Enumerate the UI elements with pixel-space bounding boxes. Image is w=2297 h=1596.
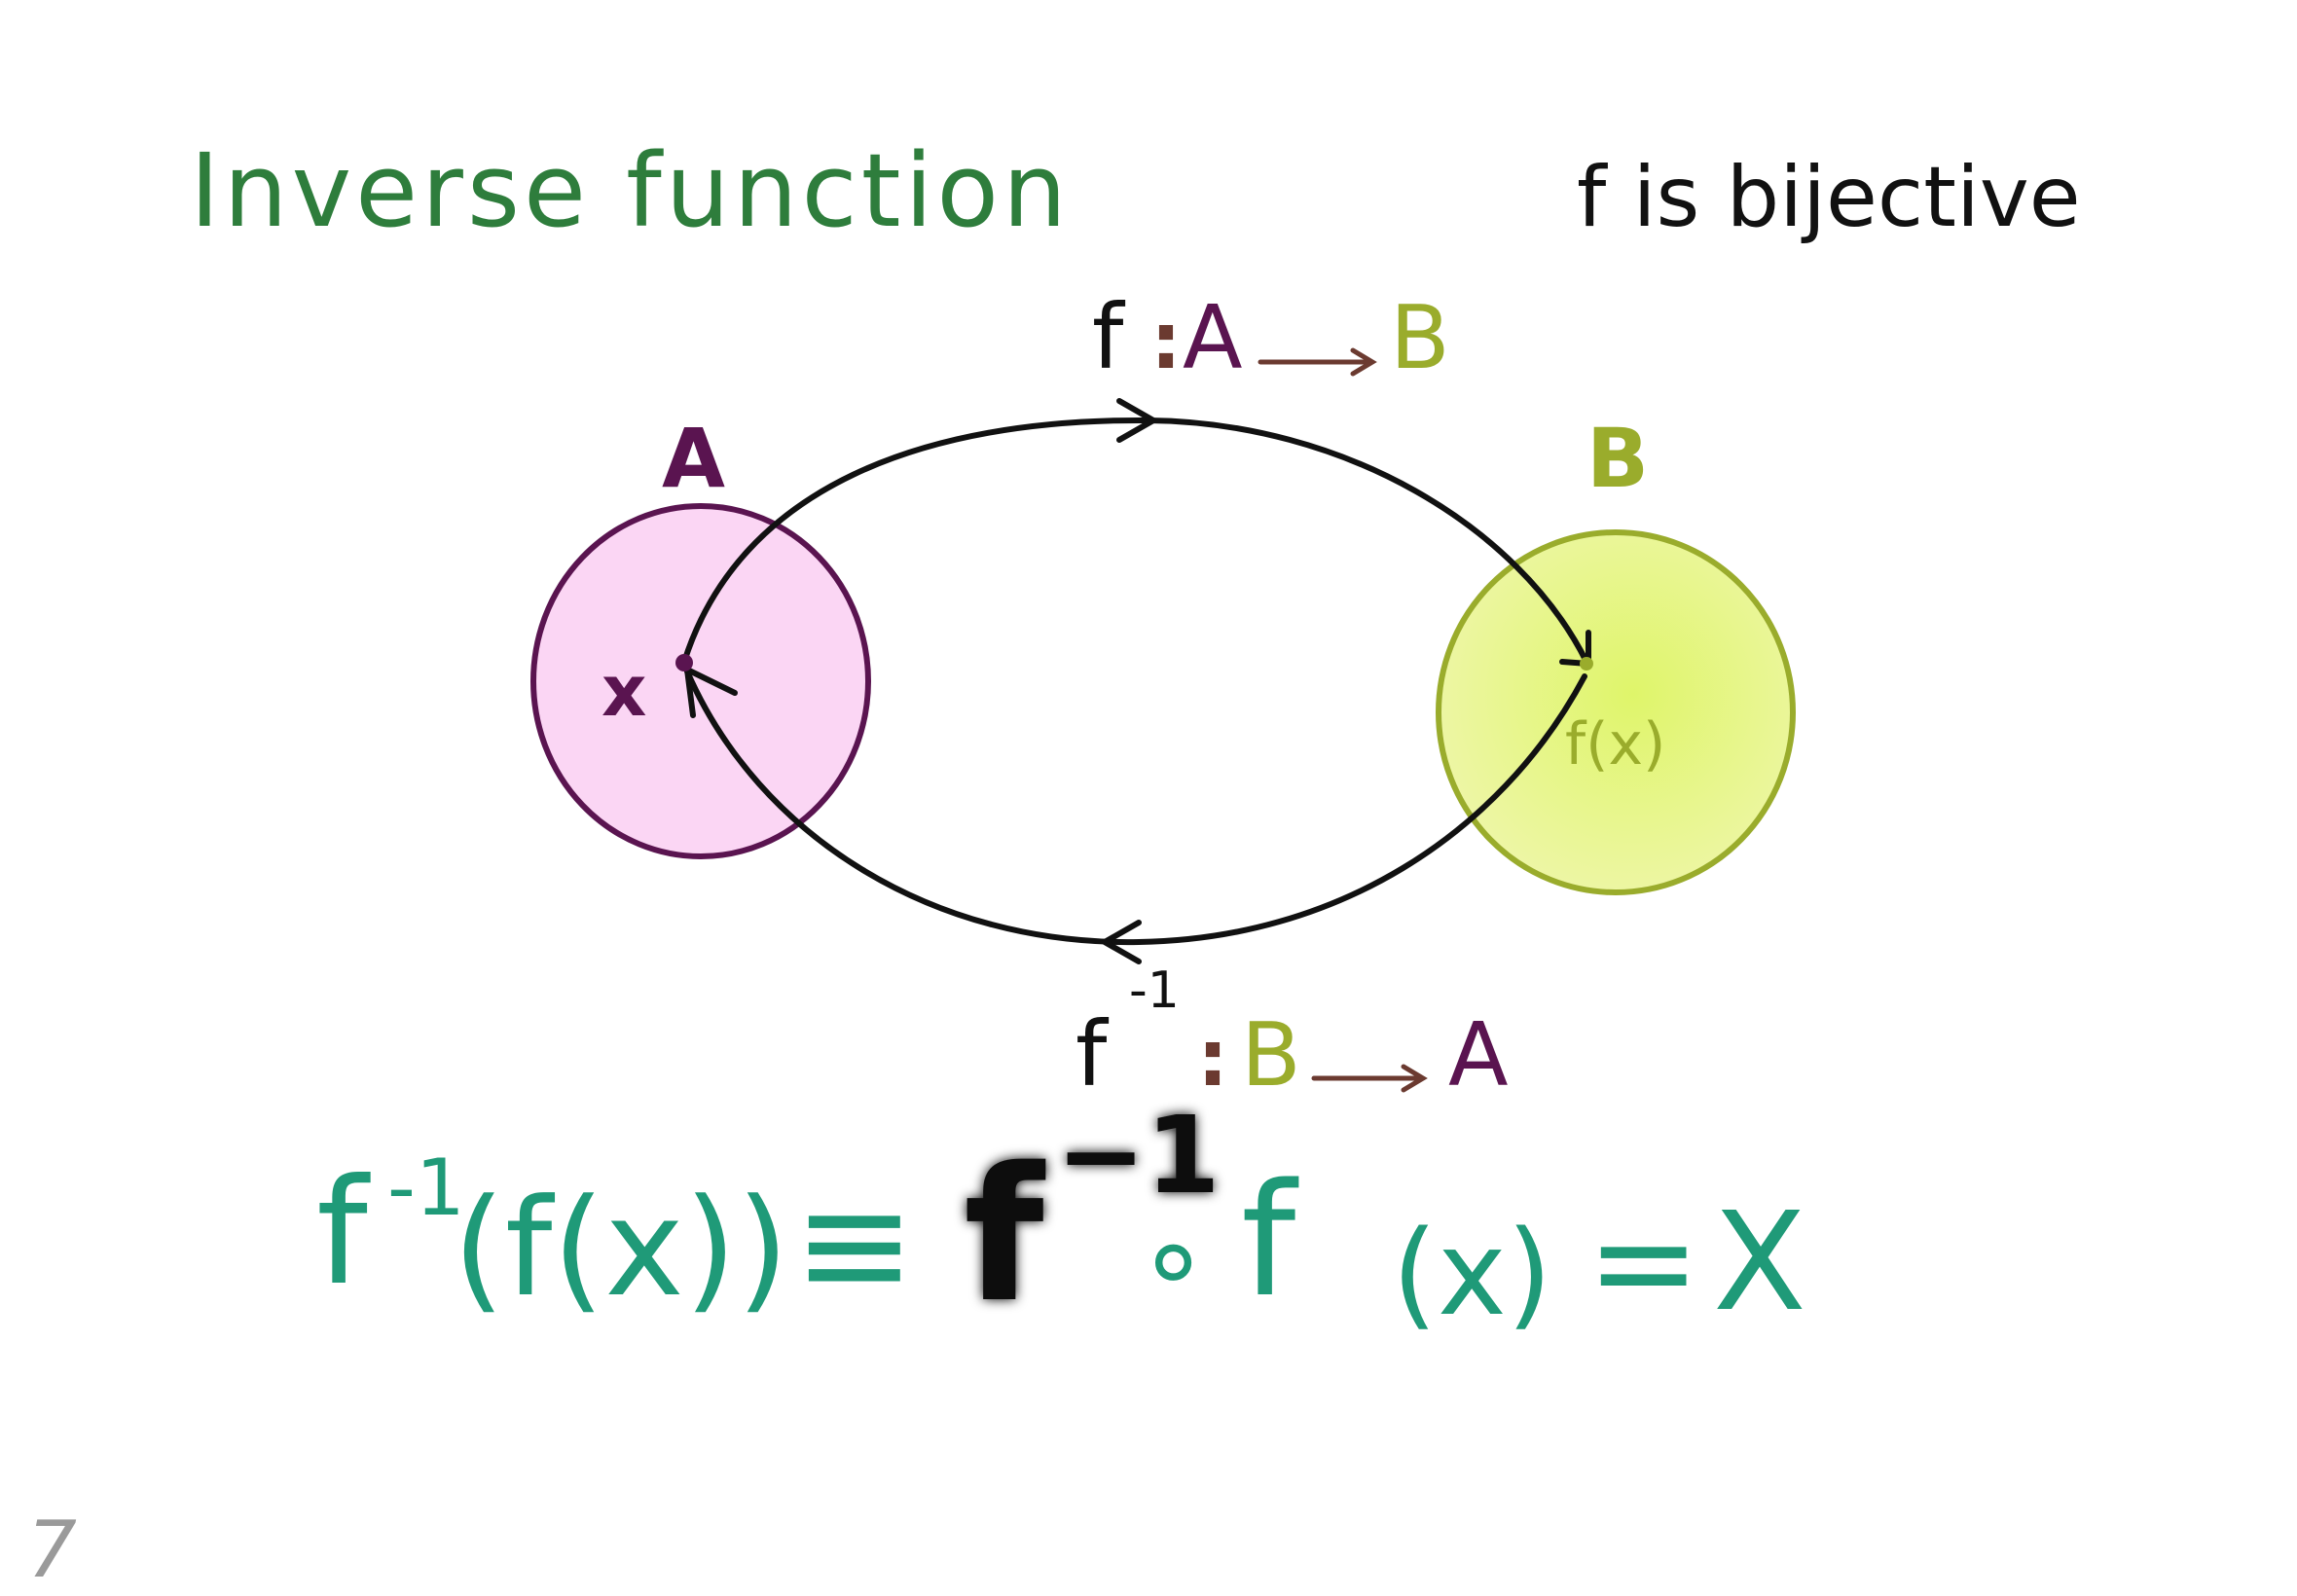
- identity-equiv: ≡: [793, 1160, 916, 1329]
- forward-map-to: B: [1390, 287, 1450, 389]
- identity-compose: ∘: [1137, 1192, 1210, 1327]
- set-b-circle: [1436, 529, 1796, 895]
- page-title: Inverse function: [190, 131, 1071, 250]
- identity-mid-fn: f: [964, 1128, 1046, 1343]
- set-a-label: A: [662, 411, 725, 506]
- identity-mid-fn2: f: [1241, 1149, 1299, 1331]
- forward-map-fn: f: [1092, 285, 1126, 389]
- forward-arc-mid-arrow: [1116, 398, 1156, 443]
- element-fx-label: f(x): [1565, 710, 1665, 779]
- inverse-map-sup: -1: [1129, 961, 1180, 1020]
- inverse-map-to: A: [1448, 1004, 1509, 1106]
- identity-mid-arg: (x): [1392, 1207, 1552, 1342]
- inverse-arc-mid-arrow: [1102, 920, 1142, 964]
- inverse-map-arrow-icon: [1311, 1064, 1428, 1093]
- inverse-map-from: B: [1241, 1004, 1301, 1106]
- identity-lhs-fn: f: [316, 1148, 371, 1318]
- forward-map-from: A: [1183, 287, 1243, 389]
- page-number: 7: [27, 1505, 77, 1595]
- identity-formula: f -1 (f(x)) ≡ f −1 ∘ f (x) = X: [316, 1093, 1806, 1343]
- identity-rhs: X: [1713, 1183, 1806, 1342]
- point-x: [675, 654, 693, 671]
- inverse-arc: [684, 669, 1587, 946]
- point-fx: [1580, 657, 1593, 671]
- element-x-label: x: [602, 650, 646, 732]
- identity-lhs-sup: -1: [387, 1143, 465, 1233]
- forward-map-colon: :: [1150, 296, 1182, 386]
- identity-mid-sup: −1: [1056, 1093, 1221, 1217]
- identity-lhs-arg: (f(x)): [453, 1170, 789, 1326]
- set-a-circle: [530, 503, 871, 859]
- identity-eq: =: [1586, 1183, 1700, 1342]
- forward-map-arrow-icon: [1258, 347, 1377, 377]
- inverse-map-fn: f: [1076, 1002, 1110, 1106]
- inverse-map-colon: :: [1197, 1013, 1228, 1104]
- set-b-label: B: [1586, 411, 1649, 506]
- bijective-condition: f is bijective: [1577, 149, 2081, 246]
